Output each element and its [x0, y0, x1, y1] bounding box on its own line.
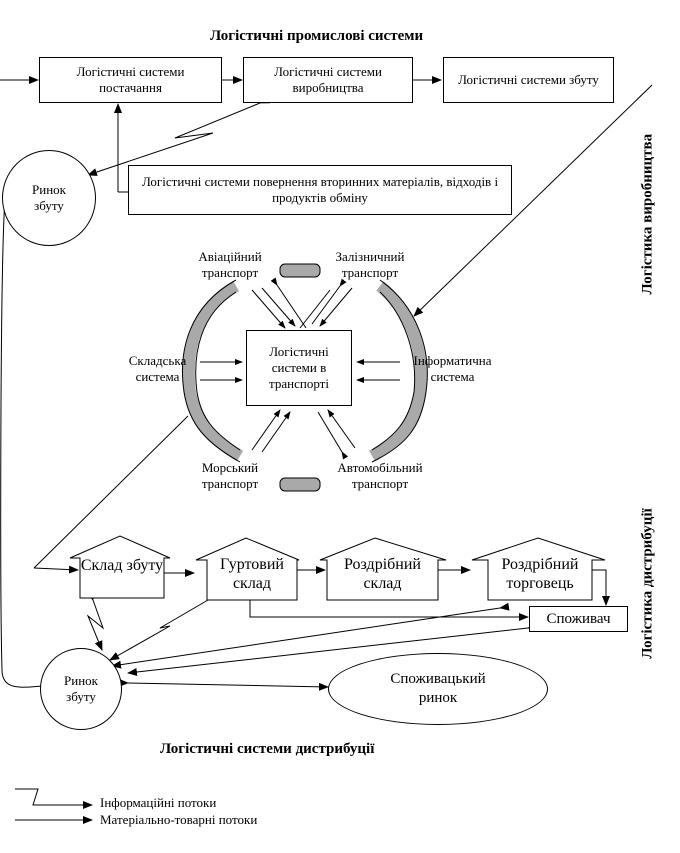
- wholesale-warehouse-shape: [195, 537, 300, 601]
- rail-transport-label: Залізничний транспорт: [335, 249, 405, 280]
- sales-warehouse-shape: [69, 535, 171, 599]
- auto-transport-label: Автомобільний транспорт: [337, 460, 423, 491]
- production-systems-box: Логістичні системи виробництва: [243, 57, 413, 103]
- sales-systems-box: Логістичні системи збуту: [443, 57, 614, 103]
- distribution-logistics-label: Логістика дистрибуції: [639, 508, 656, 659]
- sales-warehouse-label: Склад збуту: [80, 557, 164, 574]
- sales-market-bottom: Ринок збуту: [40, 648, 122, 730]
- sales-market-top: Ринок збуту: [2, 150, 96, 246]
- legend-info-flows: Інформаційні потоки: [100, 795, 217, 810]
- supply-systems-box: Логістичні системи постачання: [39, 57, 222, 103]
- warehouse-system-label: Складська система: [128, 353, 187, 384]
- legend-material-flows: Матеріально-товарні потоки: [100, 812, 258, 827]
- retail-warehouse-label: Роздрібний склад: [344, 556, 421, 592]
- production-logistics-label: Логістика виробництва: [639, 133, 656, 295]
- info-system-label: Інформатична система: [413, 353, 492, 384]
- transport-systems-box: Логістичні системи в транспорті: [246, 330, 352, 406]
- retailer-label: Роздрібний торговець: [501, 556, 579, 592]
- recycling-systems-box: Логістичні системи повернення вторинних …: [128, 165, 512, 215]
- retail-warehouse-shape: [319, 537, 447, 601]
- distribution-systems-title: Логістичні системи дистрибуції: [160, 741, 375, 757]
- aviation-transport-label: Авіаційний транспорт: [198, 249, 262, 280]
- consumer-box: Споживач: [529, 606, 628, 632]
- industrial-systems-title: Логістичні промислові системи: [210, 28, 424, 44]
- sea-transport-label: Морський транспорт: [201, 460, 259, 491]
- consumer-market-ellipse: Споживацький ринок: [328, 653, 548, 725]
- wholesale-warehouse-label: Гуртовий склад: [220, 556, 284, 592]
- retailer-shape: [471, 537, 606, 601]
